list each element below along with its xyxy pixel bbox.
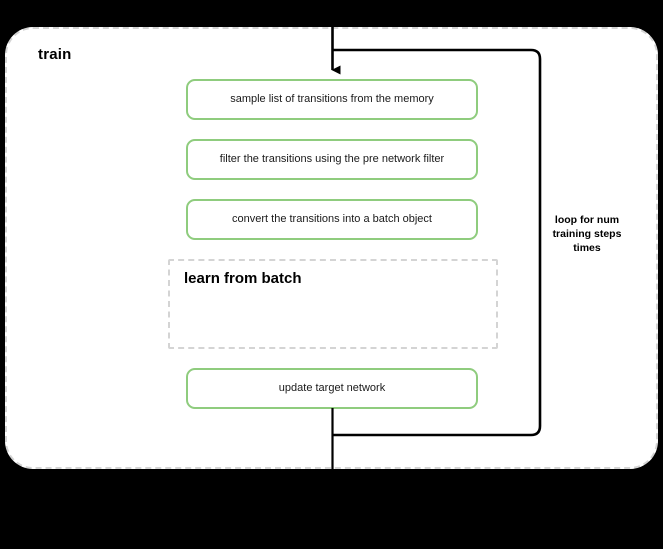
step-label: sample list of transitions from the memo… [230,92,434,105]
sub-scope-title: learn from batch [184,270,302,287]
step-label: convert the transitions into a batch obj… [232,212,432,225]
step-node-sample-transitions[interactable]: sample list of transitions from the memo… [186,79,478,120]
step-node-update-target-network[interactable]: update target network [186,368,478,409]
scope-title-train: train [38,46,72,63]
step-node-filter-transitions[interactable]: filter the transitions using the pre net… [186,139,478,180]
step-label: filter the transitions using the pre net… [219,152,445,165]
loop-annotation-label: loop for num training steps times [552,214,622,255]
step-label: update target network [278,381,386,394]
sub-scope-learn-from-batch[interactable]: learn from batch [168,259,498,349]
step-node-convert-batch[interactable]: convert the transitions into a batch obj… [186,199,478,240]
